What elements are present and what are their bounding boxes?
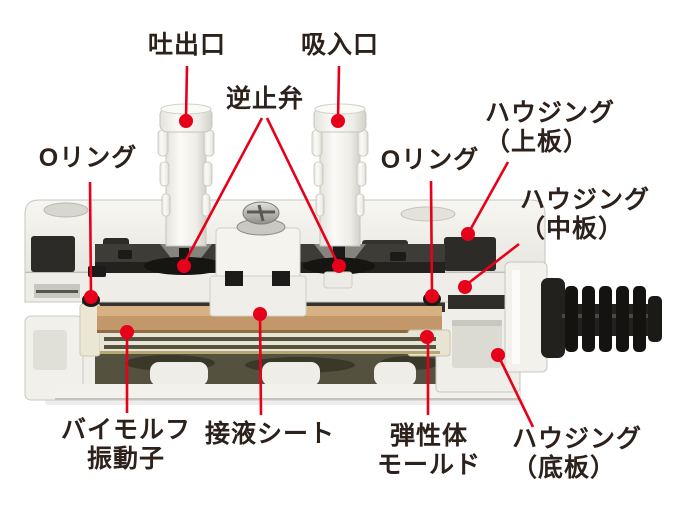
- label-elastic-mold: 弾性体 モールド: [377, 422, 481, 480]
- label-discharge-port: 吐出口: [147, 31, 227, 59]
- leader-housing-top: [467, 161, 510, 233]
- dot-check-valve-left: [177, 259, 191, 273]
- label-housing-bottom-line1: ハウジング: [512, 425, 643, 453]
- suction-port-fitting: [311, 103, 369, 247]
- leader-o-ring-right: [429, 180, 434, 295]
- label-o-ring-right: Oリング: [380, 146, 480, 174]
- dot-housing-bottom: [491, 348, 505, 362]
- leader-check-valve-left: [182, 117, 264, 265]
- discharge-port-fitting: [157, 103, 215, 247]
- label-housing-top-plate: ハウジング （上板）: [485, 99, 615, 157]
- leader-discharge-port: [184, 65, 189, 120]
- label-housing-bottom-plate: ハウジング （底板）: [512, 425, 642, 483]
- top-recess-left: [43, 202, 89, 218]
- housing-bottom-plate: [24, 297, 521, 401]
- dot-discharge-port: [179, 114, 193, 128]
- dot-o-ring-right: [425, 289, 439, 303]
- leader-dots-overlay: [84, 114, 505, 362]
- dot-housing-top: [461, 227, 475, 241]
- leader-check-valve-right: [265, 117, 340, 265]
- label-housing-middle-plate: ハウジング （中板）: [520, 186, 650, 244]
- label-housing-middle-line1: ハウジング: [520, 186, 651, 214]
- label-elastic-mold-line2: モールド: [376, 451, 482, 479]
- central-valve-block: [209, 201, 307, 317]
- label-elastic-mold-line1: 弾性体: [389, 422, 469, 450]
- label-suction-port: 吸入口: [300, 31, 380, 59]
- label-check-valve: 逆止弁: [225, 85, 305, 113]
- top-recess-right: [400, 206, 456, 222]
- dot-o-ring-left: [84, 290, 98, 304]
- dot-check-valve-right: [332, 259, 346, 273]
- label-bimorph-vibrator: バイモルフ 振動子: [61, 416, 191, 474]
- dot-suction-port: [331, 114, 345, 128]
- label-housing-top-line1: ハウジング: [485, 99, 616, 127]
- dot-elastic-mold: [420, 330, 434, 344]
- leader-lines-overlay: [88, 65, 535, 428]
- dot-liquid-sheet: [253, 307, 267, 321]
- label-housing-bottom-line2: （底板）: [512, 454, 617, 482]
- cable-strain-relief: [504, 261, 662, 373]
- leader-suction-port: [336, 65, 341, 120]
- liquid-contact-sheet-layers: [100, 333, 440, 354]
- leader-housing-bottom: [497, 356, 535, 428]
- leader-housing-middle: [465, 242, 520, 287]
- label-bimorph-line2: 振動子: [86, 445, 166, 473]
- dot-bimorph: [120, 325, 134, 339]
- label-housing-top-line2: （上板）: [485, 128, 590, 156]
- label-housing-middle-line2: （中板）: [520, 215, 625, 243]
- leader-liquid-sheet: [258, 315, 263, 416]
- dot-housing-middle: [458, 280, 472, 294]
- label-bimorph-line1: バイモルフ: [60, 416, 192, 444]
- label-o-ring-left: Oリング: [38, 144, 138, 172]
- fixing-screw: [236, 201, 286, 236]
- label-liquid-contact-sheet: 接液シート: [204, 420, 336, 448]
- leader-o-ring-left: [88, 181, 93, 296]
